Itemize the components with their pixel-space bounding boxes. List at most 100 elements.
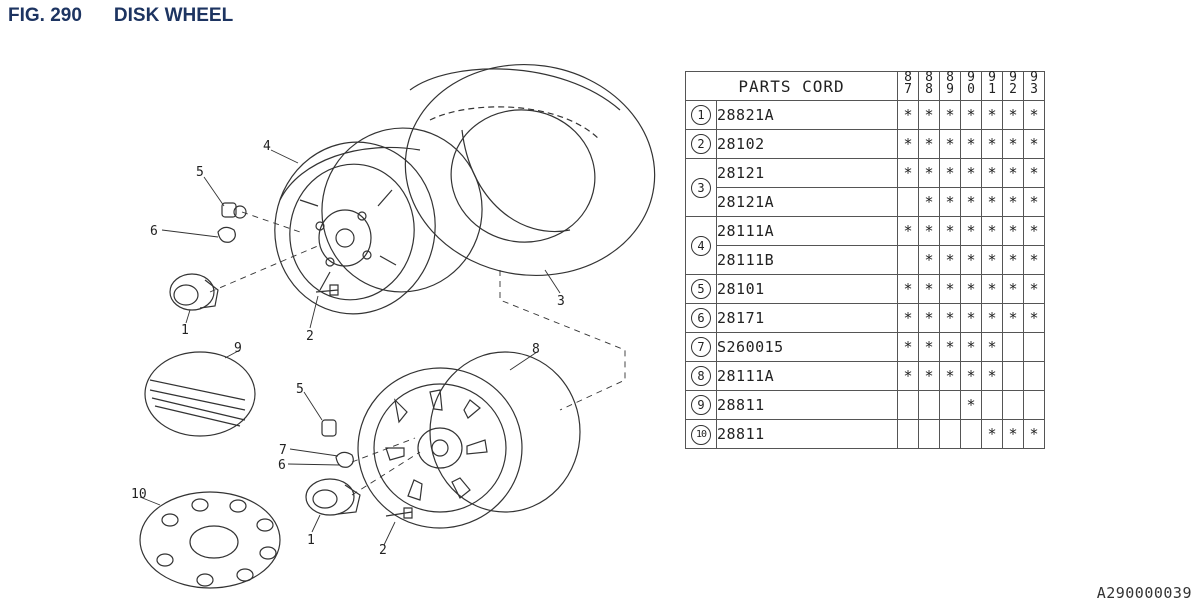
year-mark: * (960, 361, 982, 391)
year-mark: * (1023, 419, 1045, 449)
year-mark: * (897, 274, 919, 304)
exploded-wheel-diagram: 1 2 3 4 5 6 1 2 5 6 7 8 9 10 (131, 63, 656, 589)
callout-2-upper: 2 (306, 329, 314, 344)
year-mark: * (1023, 129, 1045, 159)
part-code: 28111A (716, 361, 898, 391)
header-parts-cord: PARTS CORD (685, 71, 898, 101)
year-mark: * (1002, 303, 1024, 333)
year-mark: * (897, 100, 919, 130)
year-mark: * (897, 158, 919, 188)
year-mark: * (918, 245, 940, 275)
year-mark: * (1023, 274, 1045, 304)
year-mark: * (981, 100, 1003, 130)
part-code: 28121A (716, 187, 898, 217)
callout-8: 8 (532, 342, 540, 357)
year-mark: * (981, 303, 1003, 333)
year-mark: * (981, 245, 1003, 275)
year-mark: * (960, 129, 982, 159)
ref-number: 10 (685, 419, 717, 449)
year-mark: * (939, 361, 961, 391)
callout-5-upper: 5 (196, 165, 204, 180)
year-mark: * (981, 158, 1003, 188)
year-mark (1002, 361, 1024, 391)
year-mark: * (939, 187, 961, 217)
year-mark: * (981, 332, 1003, 362)
year-mark: * (918, 332, 940, 362)
ref-number: 1 (685, 100, 717, 130)
year-mark: * (1023, 187, 1045, 217)
year-mark: * (1002, 245, 1024, 275)
ref-number: 9 (685, 390, 717, 420)
year-mark: * (939, 245, 961, 275)
callout-3: 3 (557, 294, 565, 309)
year-mark: * (939, 100, 961, 130)
year-mark (918, 419, 940, 449)
ref-number: 4 (685, 216, 717, 275)
year-mark (1023, 361, 1045, 391)
ref-number: 8 (685, 361, 717, 391)
year-mark: * (1023, 158, 1045, 188)
year-mark: * (981, 274, 1003, 304)
year-mark: * (939, 303, 961, 333)
wheel-cover-10 (139, 491, 281, 589)
year-mark (918, 390, 940, 420)
year-mark: * (1023, 303, 1045, 333)
wheel-cover-9 (144, 351, 256, 437)
year-mark: * (1002, 419, 1024, 449)
year-mark: * (960, 216, 982, 246)
diagram-reference-code: A290000039 (1096, 584, 1192, 602)
year-mark: * (1002, 100, 1024, 130)
figure-number: FIG. 290 (8, 5, 82, 26)
year-mark: * (1023, 245, 1045, 275)
year-mark: * (981, 419, 1003, 449)
part-code: 28821A (716, 100, 898, 130)
center-cap-upper (169, 273, 219, 311)
year-mark: * (960, 274, 982, 304)
part-code: 28101 (716, 274, 898, 304)
year-mark (981, 390, 1003, 420)
year-mark: * (960, 187, 982, 217)
year-mark: * (960, 245, 982, 275)
year-mark: * (918, 303, 940, 333)
ref-number: 7 (685, 332, 717, 362)
leader-lines (139, 149, 561, 546)
year-mark: * (960, 390, 982, 420)
part-code: 28121 (716, 158, 898, 188)
center-cap-lower (305, 478, 361, 516)
year-mark: * (1002, 274, 1024, 304)
year-mark: * (939, 216, 961, 246)
year-mark: * (981, 216, 1003, 246)
ref-number: 5 (685, 274, 717, 304)
year-mark: * (918, 361, 940, 391)
year-mark: * (897, 332, 919, 362)
year-mark: * (1002, 129, 1024, 159)
year-mark (960, 419, 982, 449)
ref-number: 2 (685, 129, 717, 159)
year-mark: * (960, 332, 982, 362)
part-code: 28111A (716, 216, 898, 246)
table-row: 28111B****** (686, 245, 1045, 275)
year-mark: * (1002, 158, 1024, 188)
year-mark: * (960, 158, 982, 188)
part-code: 28102 (716, 129, 898, 159)
year-mark: * (918, 216, 940, 246)
year-mark: * (918, 187, 940, 217)
year-mark (1002, 390, 1024, 420)
year-mark: * (939, 158, 961, 188)
year-mark (1023, 332, 1045, 362)
part-code: 28811 (716, 390, 898, 420)
year-mark (1023, 390, 1045, 420)
